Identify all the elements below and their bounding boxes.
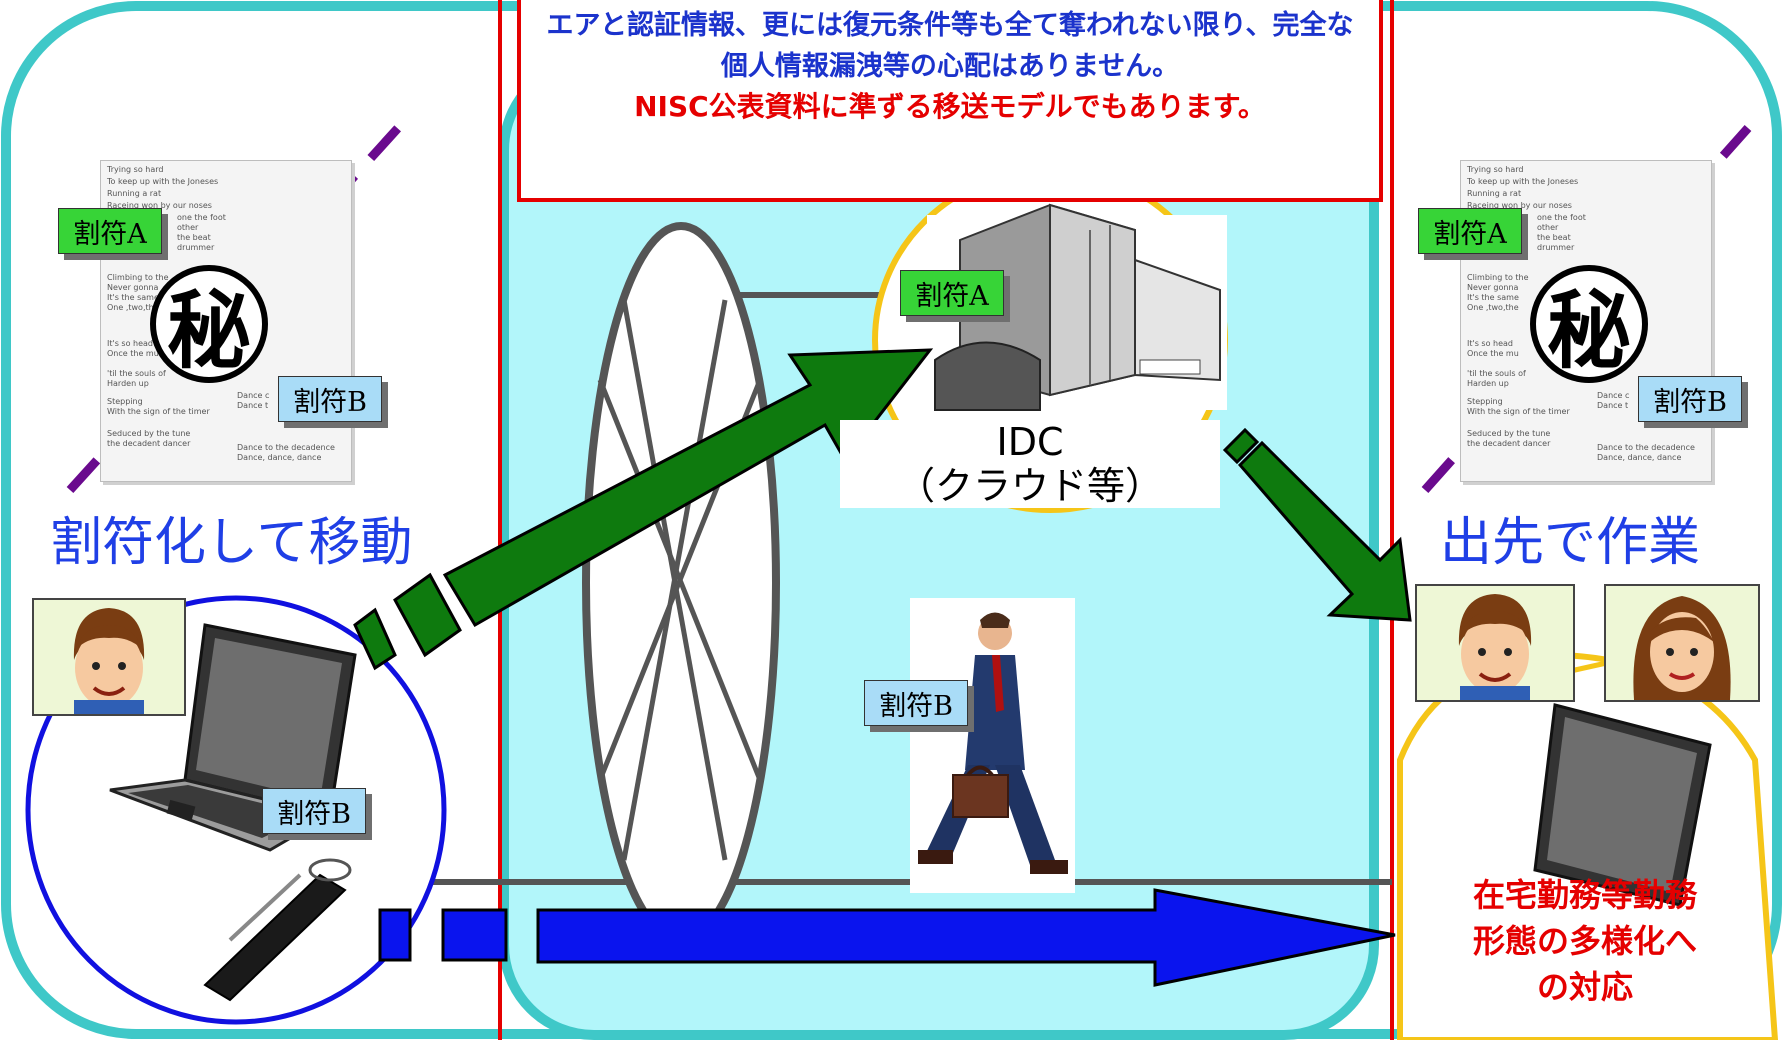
- doc-line: Stepping: [107, 397, 143, 406]
- doc-line: One ,two,the: [107, 303, 159, 312]
- doc-line: Dance, dance, dance: [1597, 453, 1682, 462]
- notice-box: 途中にも復元に必要な割符全てが入手され、復元に必要なソフトウエアと認証情報、更に…: [517, 0, 1383, 202]
- doc-line: the beat: [177, 233, 211, 242]
- user-avatar-icon: [32, 598, 186, 716]
- idc-tag-a: 割符A: [900, 270, 1004, 316]
- doc-line: Harden up: [1467, 379, 1509, 388]
- doc-line: Trying so hard: [1467, 165, 1524, 174]
- remote-woman-avatar-icon: [1604, 584, 1760, 702]
- doc-line: Dance t: [1597, 401, 1629, 410]
- doc-line: Harden up: [107, 379, 149, 388]
- workstyle-line: 在宅勤務等勤務: [1472, 876, 1697, 914]
- right-caption: 出先で作業: [1440, 513, 1701, 573]
- doc-line: It's the same: [107, 293, 159, 302]
- doc-line: Raceing won by our noses: [1467, 201, 1572, 210]
- doc-line: the decadent dancer: [107, 439, 191, 448]
- doc-line: It's so head: [1467, 339, 1513, 348]
- doc-line: Stepping: [1467, 397, 1503, 406]
- doc-line: drummer: [177, 243, 215, 252]
- doc-line: It's the same: [1467, 293, 1519, 302]
- doc-line: other: [1537, 223, 1559, 232]
- doc-line: Trying so hard: [107, 165, 164, 174]
- doc-line: To keep up with the Joneses: [107, 177, 219, 186]
- doc-line: Running a rat: [1467, 189, 1522, 198]
- doc-line: one the foot: [1537, 213, 1586, 222]
- idc-subtitle: （クラウド等）: [896, 464, 1163, 508]
- doc-line: Dance t: [237, 401, 269, 410]
- left-doc-tag-a: 割符A: [58, 208, 162, 254]
- businessman-icon: [910, 598, 1075, 893]
- doc-line: It's so head: [107, 339, 153, 348]
- doc-line: Running a rat: [107, 189, 162, 198]
- doc-line: Never gonna: [1467, 283, 1519, 292]
- doc-line: the decadent dancer: [1467, 439, 1551, 448]
- doc-line: One ,two,the: [1467, 303, 1519, 312]
- doc-line: Climbing to the: [1467, 273, 1529, 282]
- doc-line: the beat: [1537, 233, 1571, 242]
- doc-line: one the foot: [177, 213, 226, 222]
- idc-label: IDC （クラウド等）: [840, 420, 1220, 508]
- doc-line: other: [177, 223, 199, 232]
- doc-line: Once the mu: [107, 349, 159, 358]
- notice-body: 途中にも復元に必要な割符全てが入手され、復元に必要なソフトウエアと認証情報、更に…: [546, 10, 1354, 82]
- remote-laptop-icon: [1533, 703, 1712, 907]
- doc-line: Seduced by the tune: [1467, 429, 1551, 438]
- blue-arrow: [378, 888, 1396, 987]
- workstyle-line: 形態の多様化へ: [1472, 922, 1697, 960]
- remote-user-avatar-icon: [1415, 584, 1575, 702]
- doc-line: To keep up with the Joneses: [1467, 177, 1579, 186]
- doc-line: Dance to the decadence: [1597, 443, 1695, 452]
- doc-line: 'til the souls of: [1467, 369, 1526, 378]
- secret-mark-icon: 秘: [1530, 265, 1648, 383]
- usb-key-icon: [203, 858, 352, 1002]
- doc-line: drummer: [1537, 243, 1575, 252]
- doc-line: Seduced by the tune: [107, 429, 191, 438]
- doc-line: Dance c: [1597, 391, 1630, 400]
- doc-line: 'til the souls of: [107, 369, 166, 378]
- doc-line: Never gonna: [107, 283, 159, 292]
- doc-line: With the sign of the timer: [107, 407, 210, 416]
- left-doc-tag-b: 割符B: [278, 376, 382, 422]
- network-ellipse-icon: [582, 222, 780, 944]
- idc-building-icon: [927, 203, 1227, 411]
- doc-line: Dance to the decadence: [237, 443, 335, 452]
- doc-line: Once the mu: [1467, 349, 1519, 358]
- right-doc-tag-b: 割符B: [1638, 376, 1742, 422]
- secret-mark-icon: 秘: [150, 265, 268, 383]
- green-arrow-down: [1222, 427, 1412, 622]
- doc-line: With the sign of the timer: [1467, 407, 1570, 416]
- walker-tag-b: 割符B: [864, 680, 968, 726]
- right-doc-tag-a: 割符A: [1418, 208, 1522, 254]
- doc-line: Raceing won by our noses: [107, 201, 212, 210]
- doc-line: Climbing to the: [107, 273, 169, 282]
- workstyle-line: の対応: [1536, 968, 1633, 1006]
- laptop-tag-b: 割符B: [262, 788, 366, 834]
- green-arrow: [353, 348, 934, 671]
- doc-line: Dance, dance, dance: [237, 453, 322, 462]
- workstyle-note: 在宅勤務等勤務 形態の多様化へ の対応: [1410, 872, 1760, 1010]
- left-caption: 割符化して移動: [50, 513, 413, 573]
- idc-title: IDC: [996, 420, 1064, 464]
- doc-line: Dance c: [237, 391, 270, 400]
- notice-note: NISC公表資料に準ずる移送モデルでもあります。: [634, 90, 1266, 123]
